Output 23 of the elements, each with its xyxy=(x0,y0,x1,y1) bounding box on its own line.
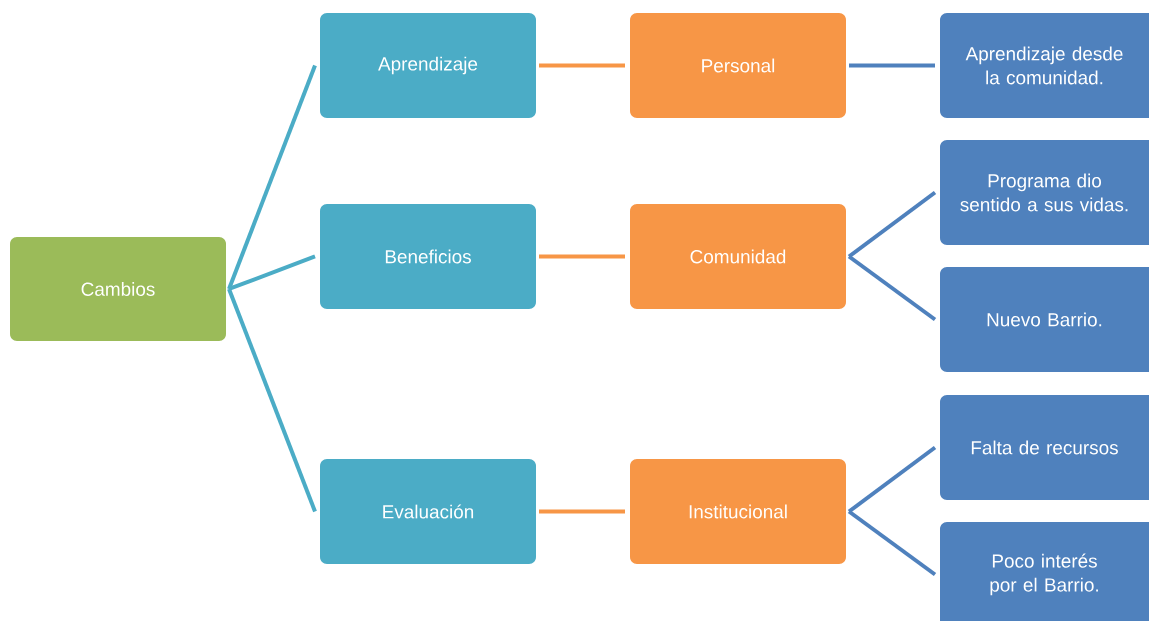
connector-line xyxy=(847,254,937,322)
root-box: Cambios xyxy=(10,237,226,341)
connector-line xyxy=(227,64,317,290)
result-box: Falta de recursos xyxy=(940,395,1149,500)
category-box: Beneficios xyxy=(320,204,536,309)
connector-line xyxy=(847,509,937,577)
connector-line xyxy=(849,63,935,68)
connector-line xyxy=(539,254,625,259)
category-box: Evaluación xyxy=(320,459,536,564)
result-box: Poco interés por el Barrio. xyxy=(940,522,1149,621)
connector-line xyxy=(227,288,317,513)
result-box: Aprendizaje desde la comunidad. xyxy=(940,13,1149,118)
result-box: Programa dio sentido a sus vidas. xyxy=(940,140,1149,245)
level-box: Institucional xyxy=(630,459,846,564)
result-box: Nuevo Barrio. xyxy=(940,267,1149,372)
level-box: Comunidad xyxy=(630,204,846,309)
level-box: Personal xyxy=(630,13,846,118)
connector-line xyxy=(847,445,937,514)
connector-line xyxy=(539,509,625,514)
connector-line xyxy=(539,63,625,68)
category-box: Aprendizaje xyxy=(320,13,536,118)
connector-line xyxy=(228,254,316,291)
connector-line xyxy=(847,190,937,259)
